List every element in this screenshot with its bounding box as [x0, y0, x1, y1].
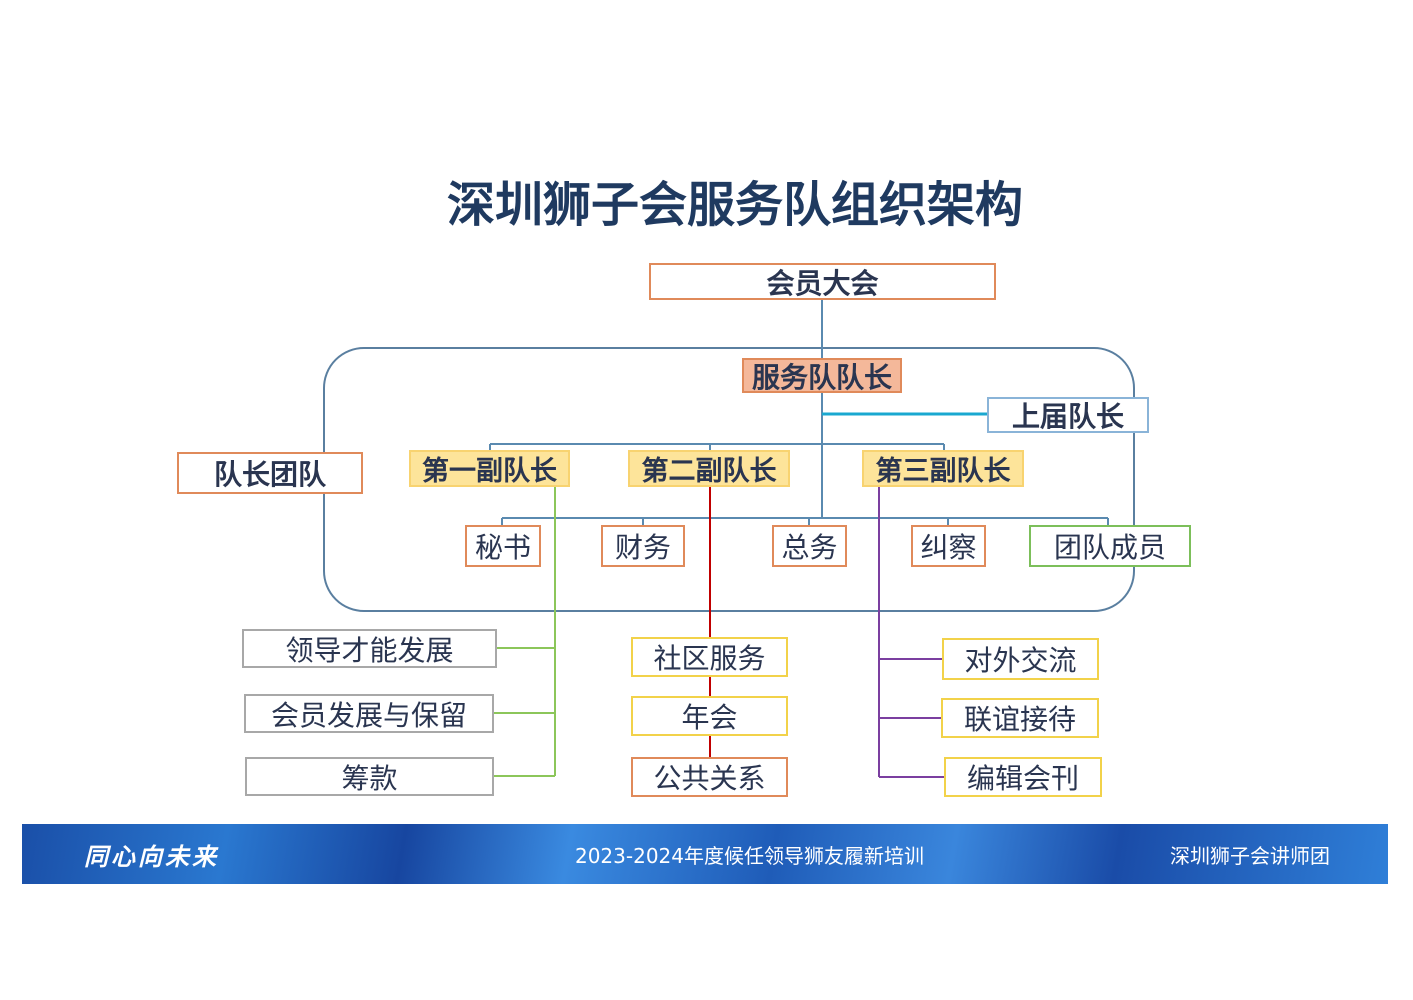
node-vice3: 第三副队长: [862, 450, 1024, 487]
node-assembly: 会员大会: [649, 263, 996, 300]
node-retention: 会员发展与保留: [244, 694, 494, 733]
node-editorial: 编辑会刊: [944, 757, 1102, 797]
node-vice2: 第二副队长: [628, 450, 790, 487]
node-past-captain: 上届队长: [987, 397, 1149, 433]
footer-center: 2023-2024年度候任领导狮友履新培训: [574, 843, 924, 868]
node-community: 社区服务: [631, 637, 788, 677]
node-members: 团队成员: [1029, 525, 1191, 567]
node-inspector: 纠察: [911, 525, 986, 567]
node-finance: 财务: [601, 525, 685, 567]
page-title: 深圳狮子会服务队组织架构: [446, 177, 1023, 233]
node-captain-team: 队长团队: [177, 452, 363, 494]
footer-right: 深圳狮子会讲师团: [1169, 843, 1330, 868]
node-fellowship: 联谊接待: [941, 698, 1099, 738]
node-captain: 服务队队长: [742, 358, 902, 394]
node-annual: 年会: [631, 696, 788, 736]
footer-banner: 同心向未来 2023-2024年度候任领导狮友履新培训 深圳狮子会讲师团: [22, 824, 1388, 884]
node-fundraising: 筹款: [245, 757, 494, 796]
node-secretary: 秘书: [465, 525, 541, 567]
node-external: 对外交流: [942, 638, 1099, 680]
node-pr: 公共关系: [631, 757, 788, 797]
node-general: 总务: [772, 525, 847, 567]
node-vice1: 第一副队长: [409, 450, 570, 487]
node-leadership: 领导才能发展: [242, 629, 497, 668]
footer-slogan: 同心向未来: [84, 841, 219, 871]
